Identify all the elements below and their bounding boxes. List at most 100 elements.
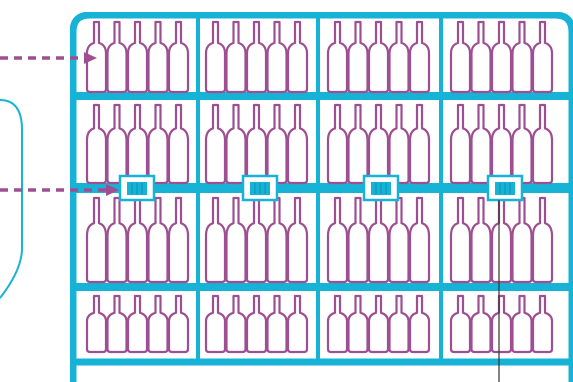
wine-bottle-icon [167, 196, 190, 284]
wine-bottle-icon [126, 103, 149, 185]
wine-bottle-icon [347, 196, 369, 284]
bottle-bay [204, 294, 309, 354]
wine-bottle-icon [470, 103, 492, 185]
wine-bottle-icon [388, 294, 410, 354]
wine-bottle-icon [531, 103, 554, 185]
rack-frame [70, 12, 573, 382]
wine-bottle-icon [126, 196, 149, 284]
wine-bottle-icon [449, 20, 472, 94]
wine-bottle-icon [225, 196, 247, 284]
bottle-bay [85, 294, 190, 354]
wine-bottle-icon [388, 103, 410, 185]
wine-bottle-icon [388, 20, 410, 94]
wine-bottle-icon [167, 103, 190, 185]
bottle-bay [85, 103, 190, 185]
wine-bottle-icon [106, 294, 128, 354]
wine-bottle-icon [470, 294, 492, 354]
wine-bottle-icon [286, 196, 309, 284]
wine-bottle-icon [511, 20, 533, 94]
wine-bottle-icon [388, 196, 410, 284]
wine-bottle-icon [106, 20, 128, 94]
wine-bottle-icon [470, 20, 492, 94]
shelf-sensor-icon [241, 174, 279, 202]
wine-bottle-icon [347, 294, 369, 354]
wine-bottle-icon [408, 196, 431, 284]
wine-bottle-icon [85, 294, 108, 354]
wine-bottle-icon [470, 196, 492, 284]
wine-bottle-icon [286, 20, 309, 94]
wine-bottle-icon [347, 103, 369, 185]
bottle-bay [204, 196, 309, 284]
wine-bottle-icon [367, 103, 390, 185]
wine-bottle-icon [408, 294, 431, 354]
bottle-bay [204, 103, 309, 185]
wine-bottle-icon [167, 20, 190, 94]
wine-bottle-icon [245, 103, 268, 185]
wine-bottle-icon [449, 196, 472, 284]
wine-bottle-icon [490, 196, 513, 284]
wine-bottle-icon [106, 103, 128, 185]
wine-bottle-icon [167, 294, 190, 354]
arrow-to-sensor-row [0, 184, 119, 196]
wine-bottle-icon [126, 294, 149, 354]
curved-connector-line [0, 99, 23, 299]
wine-bottle-icon [85, 20, 108, 94]
bottle-bay [449, 294, 554, 354]
wine-bottle-icon [85, 103, 108, 185]
shelf-sensor-icon [486, 174, 524, 202]
bottle-bay [449, 20, 554, 94]
wine-bottle-icon [531, 20, 554, 94]
rack-outer-frame [70, 12, 573, 382]
wine-bottle-icon [326, 103, 349, 185]
bottle-bay [326, 294, 431, 354]
bottle-bay [85, 196, 190, 284]
wine-bottle-icon [531, 294, 554, 354]
wine-bottle-icon [147, 20, 169, 94]
arrow-to-top-shelf [0, 52, 97, 64]
wine-bottle-icon [511, 294, 533, 354]
wine-bottle-icon [449, 294, 472, 354]
wine-bottle-icon [326, 294, 349, 354]
wine-bottle-icon [490, 20, 513, 94]
wine-bottle-icon [347, 20, 369, 94]
wine-bottle-icon [85, 196, 108, 284]
wine-bottle-icon [511, 196, 533, 284]
bottle-bay [326, 20, 431, 94]
wine-bottle-icon [286, 294, 309, 354]
wine-bottle-icon [490, 103, 513, 185]
wine-bottle-icon [266, 196, 288, 284]
wine-bottle-icon [408, 103, 431, 185]
wine-bottle-icon [106, 196, 128, 284]
wine-bottle-icon [367, 196, 390, 284]
wine-bottle-icon [204, 294, 227, 354]
wine-bottle-icon [204, 20, 227, 94]
wine-bottle-icon [245, 20, 268, 94]
wine-bottle-icon [408, 20, 431, 94]
wine-bottle-icon [204, 196, 227, 284]
wine-bottle-icon [126, 20, 149, 94]
wine-bottle-icon [147, 294, 169, 354]
wine-bottle-icon [326, 196, 349, 284]
bottle-bay [85, 20, 190, 94]
bottle-bay [326, 196, 431, 284]
wine-bottle-icon [147, 196, 169, 284]
bottle-grid [85, 20, 554, 354]
bottle-bay [326, 103, 431, 185]
wine-bottle-icon [225, 20, 247, 94]
bottle-bay [204, 20, 309, 94]
wine-bottle-icon [511, 103, 533, 185]
wine-bottle-icon [266, 20, 288, 94]
bottle-bay [449, 196, 554, 284]
wine-bottle-icon [531, 196, 554, 284]
bottle-bay [449, 103, 554, 185]
shelf-sensor-icon [118, 174, 156, 202]
wine-bottle-icon [245, 196, 268, 284]
wine-bottle-icon [367, 294, 390, 354]
wine-bottle-icon [225, 294, 247, 354]
wine-bottle-icon [147, 103, 169, 185]
wine-bottle-icon [367, 20, 390, 94]
wine-bottle-icon [449, 103, 472, 185]
sensor-row [118, 174, 524, 202]
wine-bottle-icon [490, 294, 513, 354]
